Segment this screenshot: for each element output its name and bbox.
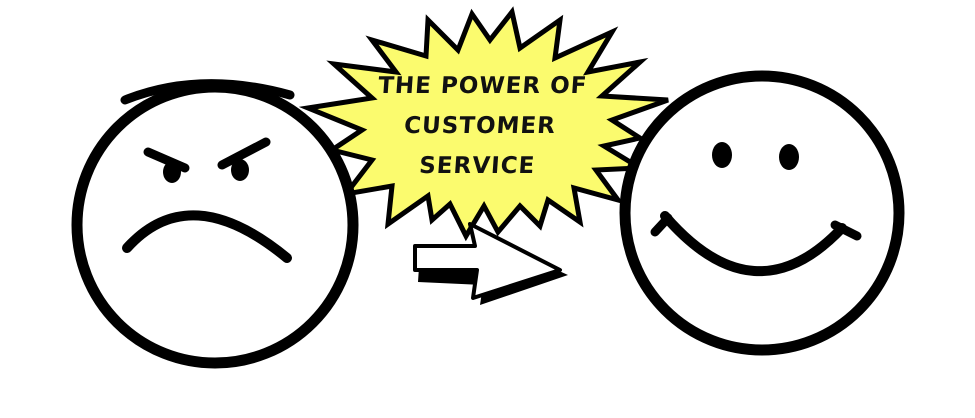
headline-line-3: SERVICE xyxy=(418,153,537,179)
comic-burst-icon xyxy=(298,6,669,242)
headline: THE POWER OF CUSTOMER SERVICE xyxy=(356,66,604,186)
arrow-right-icon xyxy=(413,222,568,305)
angry-face-icon xyxy=(71,79,359,369)
headline-line-1: THE POWER OF xyxy=(377,73,589,99)
smiley-face-icon xyxy=(619,70,905,356)
headline-line-2: CUSTOMER xyxy=(403,113,557,139)
